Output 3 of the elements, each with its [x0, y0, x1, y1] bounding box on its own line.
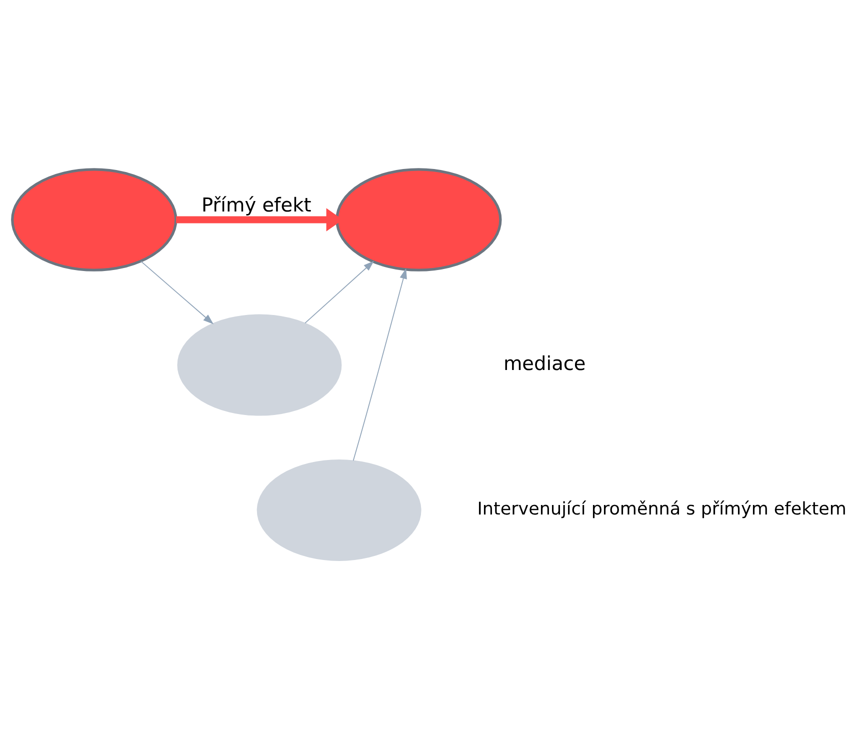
- label: mediace: [503, 351, 586, 374]
- label: Intervenující proměnná s přímým efektem: [477, 499, 846, 520]
- edge-label: Přímý efekt: [201, 193, 312, 216]
